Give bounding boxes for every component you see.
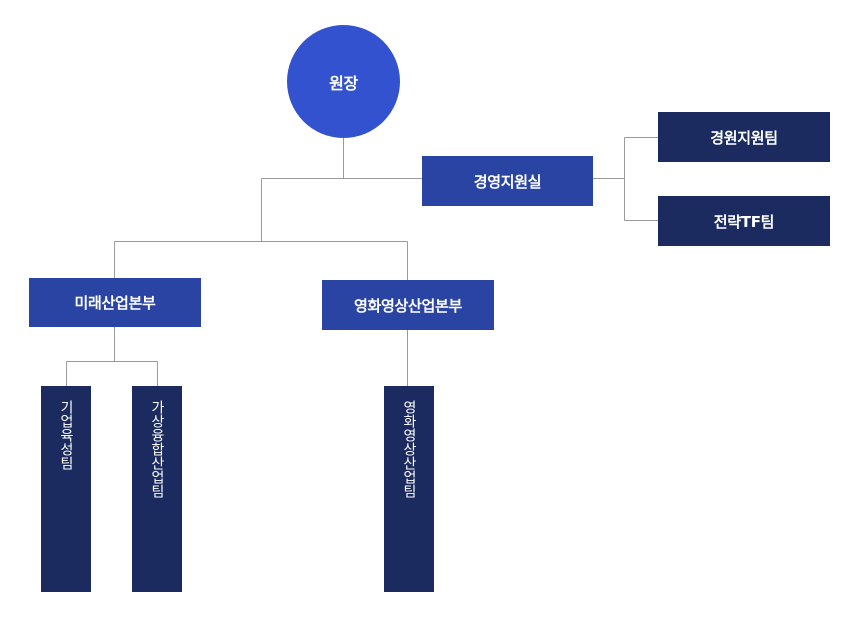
director-node: 원장 — [287, 25, 400, 138]
strategy-tf-team-label: 전략TF팀 — [713, 212, 775, 231]
future-industry-division-label: 미래산업본부 — [74, 294, 156, 312]
management-support-team-label: 경원지원팀 — [710, 128, 778, 147]
enterprise-team-node: 기업육성팀 — [41, 386, 91, 592]
vr-team-label: 가상융합산업팀 — [149, 400, 165, 498]
director-label: 원장 — [329, 73, 358, 93]
vr-team-node: 가상융합산업팀 — [132, 386, 182, 592]
film-team-label: 영화영상산업팀 — [401, 400, 417, 498]
film-industry-division-node: 영화영상산업본부 — [322, 280, 494, 330]
future-industry-division-node: 미래산업본부 — [29, 278, 201, 327]
enterprise-team-label: 기업육성팀 — [58, 400, 74, 470]
management-office-node: 경영지원실 — [422, 156, 593, 206]
management-office-label: 경영지원실 — [473, 172, 542, 191]
strategy-tf-team-node: 전략TF팀 — [658, 196, 830, 246]
management-support-team-node: 경원지원팀 — [658, 112, 830, 162]
film-industry-division-label: 영화영상산업본부 — [353, 296, 462, 315]
film-team-node: 영화영상산업팀 — [384, 386, 434, 592]
